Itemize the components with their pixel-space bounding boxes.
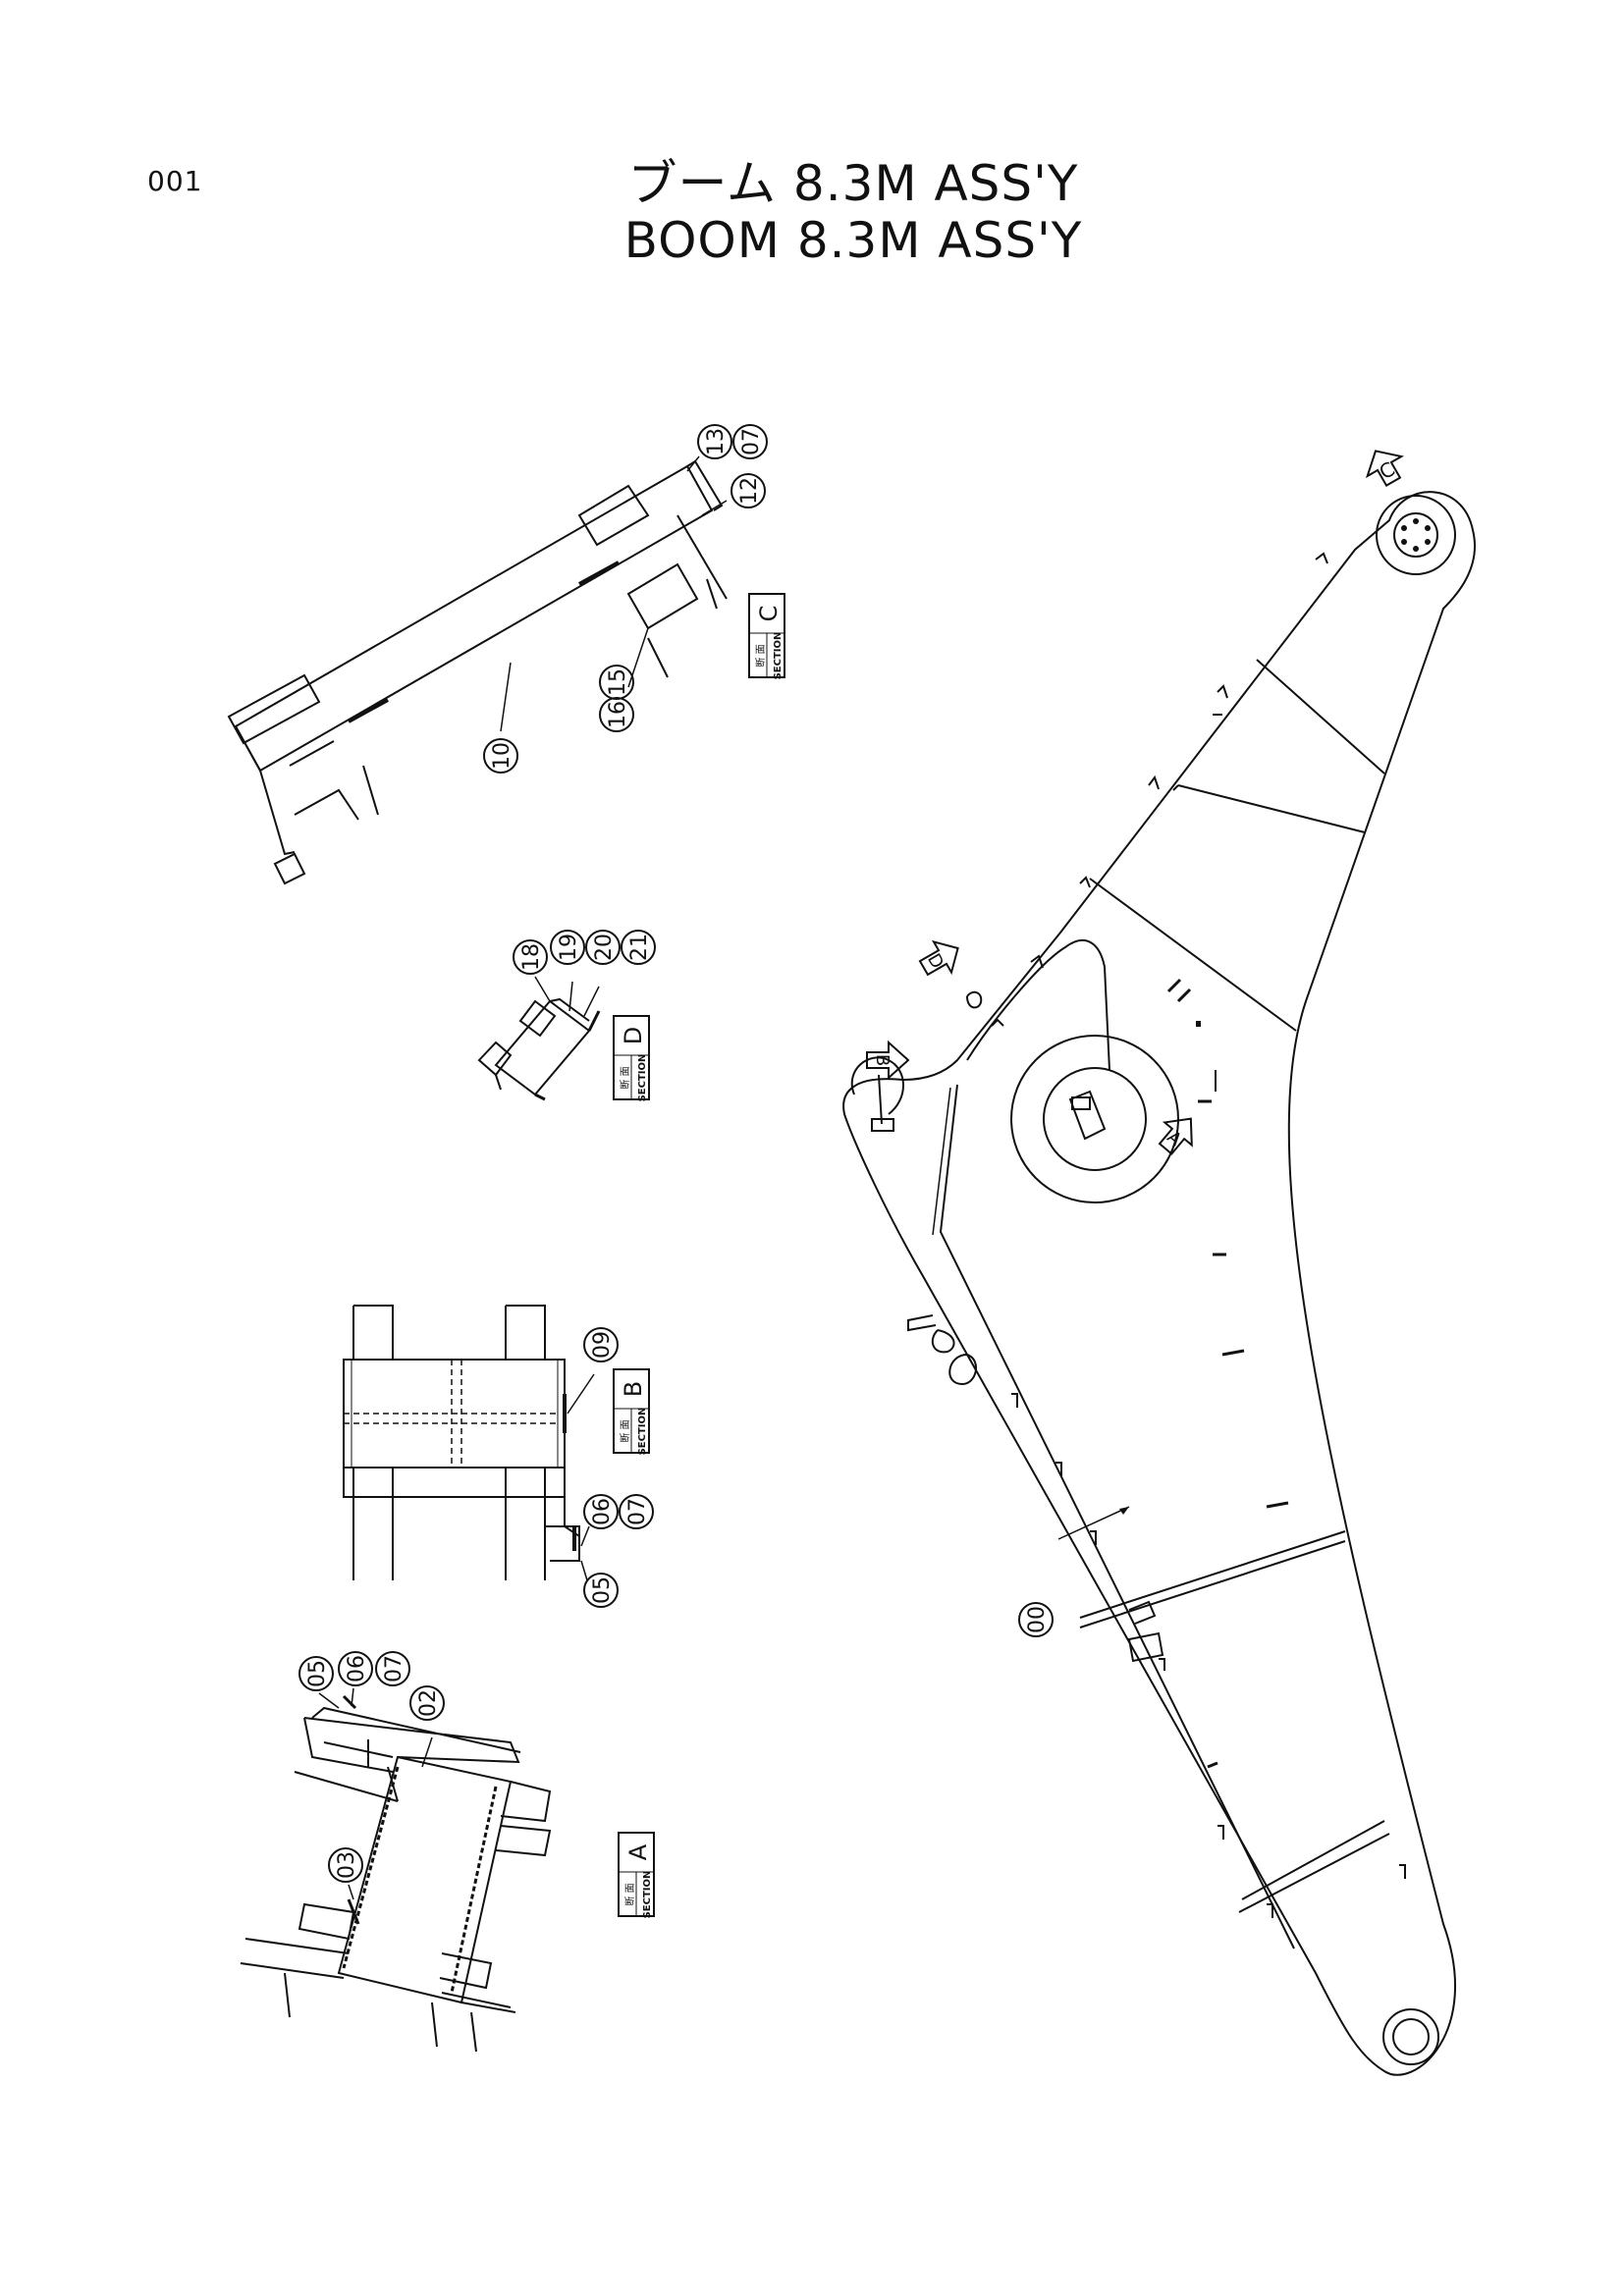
svg-text:A: A xyxy=(624,1843,652,1860)
view-arrow-c: C xyxy=(1365,450,1405,487)
section-b-view: 09 06 07 05 断 面 SECTION B xyxy=(343,1305,654,1608)
callout-d-20: 20 xyxy=(585,930,621,965)
svg-text:15: 15 xyxy=(606,668,630,696)
callout-c-12: 12 xyxy=(730,473,766,508)
svg-text:18: 18 xyxy=(519,943,544,971)
callout-c-16: 16 xyxy=(599,697,634,732)
callout-a-03: 03 xyxy=(328,1847,363,1883)
section-tag-a: 断 面 SECTION A xyxy=(618,1832,655,1919)
svg-text:10: 10 xyxy=(490,742,514,770)
svg-text:07: 07 xyxy=(382,1655,406,1682)
callout-d-19: 19 xyxy=(550,930,585,965)
cylinder-boss-outer xyxy=(1010,1035,1179,1203)
callout-a-07: 07 xyxy=(375,1651,410,1686)
section-c-view: 13 07 12 10 16 15 断 面 SECTION C xyxy=(227,424,785,885)
page-number: 001 xyxy=(147,165,203,197)
callout-b-05: 05 xyxy=(583,1573,619,1608)
svg-text:SECTION: SECTION xyxy=(642,1871,653,1919)
title-english: BOOM 8.3M ASS'Y xyxy=(623,212,1083,269)
view-arrow-b: B xyxy=(866,1040,910,1081)
svg-text:断 面: 断 面 xyxy=(754,644,767,667)
svg-text:13: 13 xyxy=(704,428,729,455)
svg-text:A: A xyxy=(1163,1127,1185,1150)
diaphragm-lines xyxy=(1079,659,1390,1913)
nose-boss xyxy=(1376,495,1456,575)
svg-text:00: 00 xyxy=(1025,1606,1050,1633)
section-tag-d: 断 面 SECTION D xyxy=(613,1015,650,1102)
callout-d-21: 21 xyxy=(621,930,656,965)
callout-b-09: 09 xyxy=(583,1327,619,1362)
callout-a-02: 02 xyxy=(409,1685,445,1721)
svg-text:C: C xyxy=(755,606,783,622)
callout-00: 00 xyxy=(1018,1602,1054,1637)
svg-text:SECTION: SECTION xyxy=(637,1408,648,1456)
callout-a-06: 06 xyxy=(338,1651,373,1686)
svg-text:SECTION: SECTION xyxy=(637,1054,648,1102)
svg-text:03: 03 xyxy=(335,1851,359,1879)
boom-inner-edge xyxy=(939,1084,1295,1949)
svg-text:21: 21 xyxy=(627,934,652,961)
callout-c-07: 07 xyxy=(732,424,768,459)
svg-text:06: 06 xyxy=(590,1498,615,1525)
drawing-title: ブーム 8.3M ASS'Y BOOM 8.3M ASS'Y xyxy=(0,155,1623,269)
svg-text:D: D xyxy=(620,1027,647,1044)
svg-text:09: 09 xyxy=(590,1331,615,1359)
svg-text:断 面: 断 面 xyxy=(619,1066,631,1089)
foot-pin-boss xyxy=(1382,2008,1439,2065)
callout-c-15: 15 xyxy=(599,665,634,700)
svg-text:05: 05 xyxy=(305,1660,330,1687)
section-tag-c: 断 面 SECTION C xyxy=(748,593,785,680)
main-boom-view: C D B A 00 xyxy=(842,450,1476,2076)
svg-text:断 面: 断 面 xyxy=(619,1419,631,1442)
callout-d-18: 18 xyxy=(513,939,548,975)
callout-a-05: 05 xyxy=(298,1656,334,1691)
leader-00 xyxy=(1057,1506,1130,1540)
title-japanese: ブーム 8.3M ASS'Y xyxy=(627,155,1079,212)
svg-text:05: 05 xyxy=(590,1576,615,1604)
view-arrow-d: D xyxy=(918,939,959,977)
svg-text:02: 02 xyxy=(416,1689,441,1717)
svg-text:19: 19 xyxy=(557,934,581,961)
callout-c-13: 13 xyxy=(697,424,732,459)
svg-text:D: D xyxy=(923,950,947,973)
svg-text:20: 20 xyxy=(592,934,617,961)
view-arrow-a: A xyxy=(1158,1117,1193,1155)
svg-text:B: B xyxy=(872,1054,893,1066)
svg-text:06: 06 xyxy=(345,1655,369,1682)
svg-text:断 面: 断 面 xyxy=(623,1883,636,1905)
callout-c-10: 10 xyxy=(483,738,518,774)
side-boss xyxy=(850,1056,904,1115)
section-tag-b: 断 面 SECTION B xyxy=(613,1368,650,1456)
callout-b-06: 06 xyxy=(583,1494,619,1529)
svg-text:07: 07 xyxy=(739,428,764,455)
svg-text:SECTION: SECTION xyxy=(773,632,784,680)
callout-b-07: 07 xyxy=(619,1494,654,1529)
svg-text:B: B xyxy=(620,1381,647,1397)
boom-outline xyxy=(842,491,1476,2076)
section-d-view: 18 19 20 21 断 面 SECTION D xyxy=(477,930,656,1102)
svg-text:07: 07 xyxy=(625,1498,650,1525)
svg-text:16: 16 xyxy=(606,701,630,728)
svg-text:12: 12 xyxy=(737,477,762,505)
section-a-view: 05 06 07 02 03 断 面 SECTION A xyxy=(240,1651,655,2053)
